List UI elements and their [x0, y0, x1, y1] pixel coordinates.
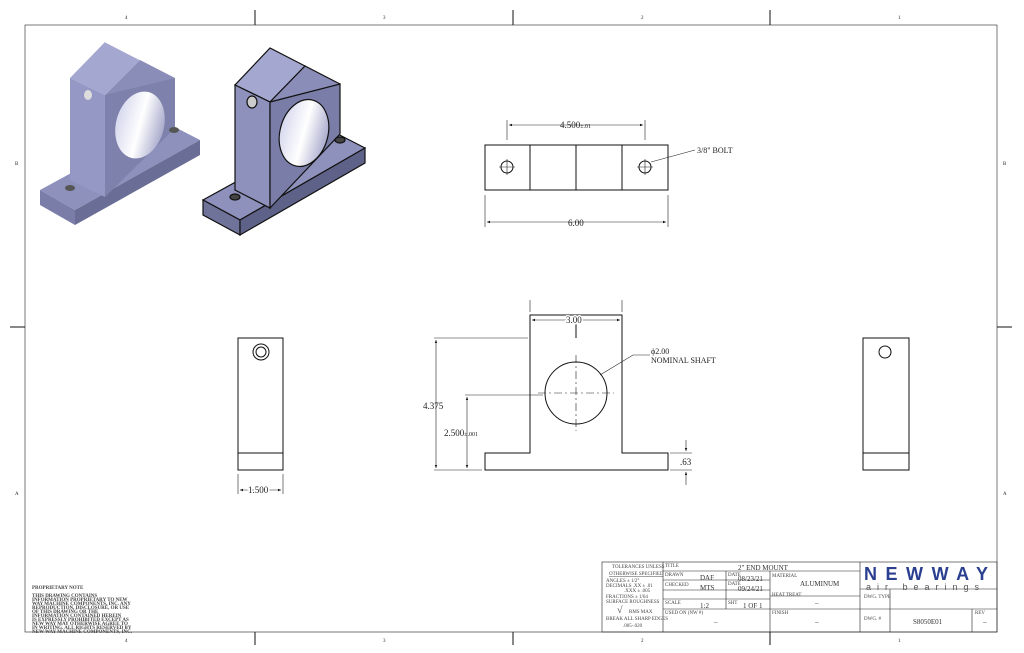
proprietary-line: INFORMATION PROPRIETARY TO NEW	[32, 598, 128, 603]
zone-1: 1	[898, 16, 901, 21]
sheet-label: SHT	[728, 601, 737, 606]
title-label: TITLE	[665, 564, 679, 569]
zone-3: 3	[383, 16, 386, 21]
proprietary-heading: PROPRIETARY NOTE	[32, 586, 84, 591]
drawn-date: 08/23/21	[738, 575, 763, 583]
proprietary-line: THIS DRAWING CONTAINS	[32, 594, 97, 599]
zone-2: 2	[641, 16, 644, 21]
roughness-note: RMS MAX	[629, 610, 653, 615]
isometric-view-shaded	[40, 41, 200, 225]
edges-note: BREAK ALL SHARP EDGES	[606, 617, 668, 622]
proprietary-line: NEW WAY MAY OTHERWISE AGREE TO	[32, 622, 128, 627]
dim-length: 6.00	[568, 218, 584, 228]
dim-width: 1.500	[248, 485, 269, 495]
logo-tagline: air bearings	[866, 582, 984, 592]
shaft-diameter: ϕ2.00	[651, 347, 669, 356]
used-on: –	[713, 618, 718, 626]
part-title: 2" END MOUNT	[738, 564, 789, 572]
newway-logo: NEWWAY air bearings	[864, 564, 988, 592]
scale: 1:2	[700, 602, 709, 610]
drawing-number: S8050E01	[913, 618, 943, 626]
dim-bolt-spacing: 4.500±.01	[560, 120, 591, 130]
proprietary-line: IS EXPRESSLY PROHIBITED EXCEPT AS	[32, 618, 129, 623]
proprietary-line: INFORMATION CONTAINED HEREIN	[32, 614, 122, 619]
finish: –	[814, 618, 819, 626]
used-on-label: USED ON (NW #)	[665, 611, 703, 616]
roughness-symbol-icon: √	[617, 605, 623, 616]
proprietary-line: OF THIS DRAWING OR THE	[32, 610, 99, 615]
zone-1-bottom: 1	[898, 639, 901, 644]
revision-label: REV	[975, 611, 985, 616]
dwg-number-label: DWG. #	[864, 617, 881, 622]
checked-date: 09/24/21	[738, 585, 763, 593]
drawn-by: DAF	[700, 574, 714, 582]
dim-base-thickness: .63	[680, 457, 692, 467]
heat-treat-label: HEAT TREAT	[772, 593, 801, 598]
zone-b-right: B	[1003, 162, 1007, 167]
top-view: 4.500±.01 3/8" BOLT 6.00	[484, 120, 733, 228]
zone-3-bottom: 3	[383, 639, 386, 644]
dim-center-height: 2.500±.001	[444, 428, 478, 438]
zone-4-bottom: 4	[125, 639, 128, 644]
sheet: 1 OF 1	[743, 602, 763, 610]
edges-note-range: .005-.020	[623, 624, 643, 629]
bolt-note: 3/8" BOLT	[697, 146, 733, 155]
proprietary-line: REPRODUCTION, DISCLOSURE, OR USE	[32, 606, 130, 611]
proprietary-line: NEW WAY MACHINE COMPONENTS, INC.	[32, 630, 133, 635]
proprietary-note: PROPRIETARY NOTE THIS DRAWING CONTAINS I…	[32, 586, 133, 635]
scale-label: SCALE	[665, 601, 681, 606]
checked-by: MTS	[700, 584, 715, 592]
zone-labels: 4 3 2 1 4 3 2 1 B A B A	[15, 16, 1007, 644]
zone-4: 4	[125, 16, 128, 21]
zone-a: A	[15, 492, 19, 497]
logo-brand: NEWWAY	[864, 564, 988, 584]
sheet-border	[10, 10, 1012, 645]
tolerance-line: .XXX ± .005	[624, 589, 651, 594]
dim-height: 4.375	[423, 401, 444, 411]
checked-label: CHECKED	[665, 583, 689, 588]
dwg-type-label: DWG. TYPE	[864, 595, 891, 600]
revision: –	[982, 618, 987, 626]
tolerance-line: SURFACE ROUGHNESS	[606, 600, 660, 605]
tolerance-line: DECIMALS .XX ± .01	[606, 584, 653, 589]
drawn-date-label: DATE	[728, 573, 741, 578]
title-block: TOLERANCES UNLESS OTHERWISE SPECIFIED AN…	[601, 561, 998, 633]
finish-label: FINISH	[772, 611, 789, 616]
isometric-view-edges	[201, 47, 367, 237]
front-view: 3.00 4.375 2.500±.001 .63 ϕ2.00 NOMINAL …	[423, 300, 716, 485]
material: ALUMINUM	[800, 580, 840, 588]
dim-upright-width: 3.00	[566, 315, 582, 325]
drawn-label: DRAWN	[665, 573, 684, 578]
tolerance-line: TOLERANCES UNLESS	[612, 565, 665, 570]
right-side-view	[862, 337, 910, 471]
tolerance-line: FRACTIONS ± 1/64	[606, 595, 648, 600]
proprietary-line: IN WRITING. ALL RIGHTS RESERVED BY	[32, 626, 132, 631]
tolerance-line: OTHERWISE SPECIFIED	[609, 572, 664, 577]
shaft-note: NOMINAL SHAFT	[651, 356, 716, 365]
left-side-view: 1.500	[237, 337, 284, 497]
zone-a-right: A	[1003, 492, 1007, 497]
zone-2-bottom: 2	[641, 639, 644, 644]
proprietary-line: WAY MACHINE COMPONENTS, INC. ANY	[32, 602, 131, 607]
tolerance-line: ANGLES ± 1/2°	[606, 579, 639, 584]
heat-treat: –	[814, 599, 819, 607]
tolerance-notes: TOLERANCES UNLESS OTHERWISE SPECIFIED AN…	[606, 565, 668, 629]
material-label: MATERIAL	[772, 574, 797, 579]
zone-b: B	[15, 162, 19, 167]
checked-date-label: DATE	[728, 582, 741, 587]
